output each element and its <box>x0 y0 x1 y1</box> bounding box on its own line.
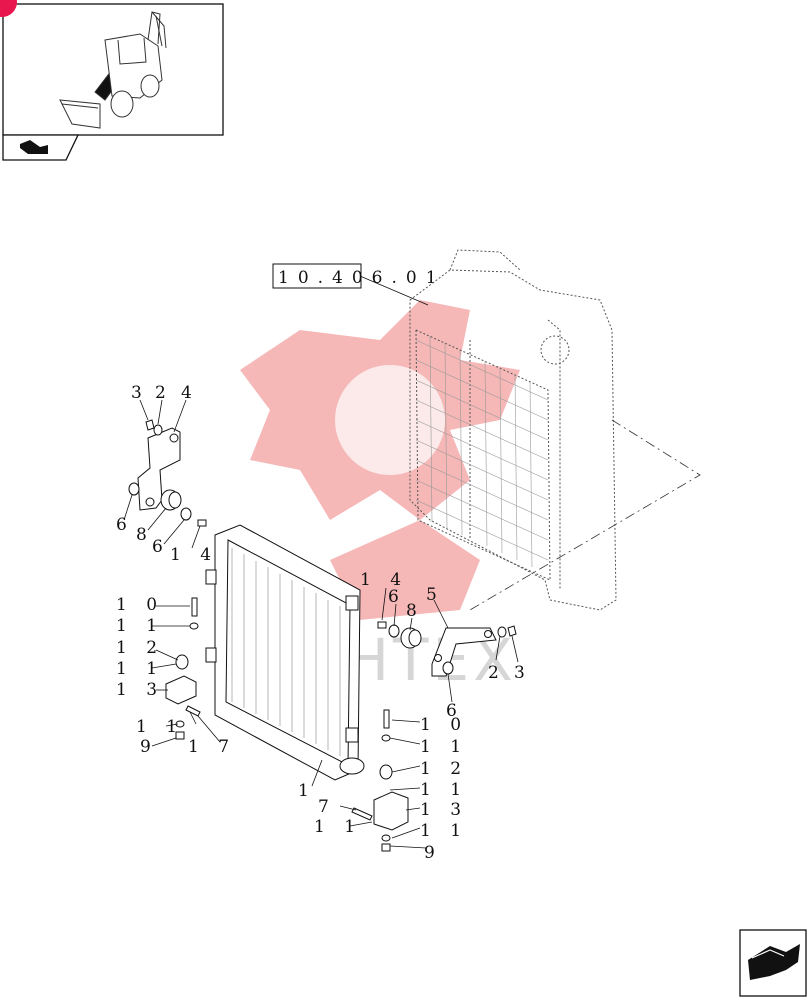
watermark-logo <box>240 300 520 620</box>
callout-8-b: 8 <box>406 601 424 621</box>
radiator-core-grid <box>415 335 549 568</box>
washer-part-6b <box>180 507 192 521</box>
bolt-part-3-right <box>507 625 517 637</box>
mount-stack-right <box>351 709 409 852</box>
callout-6-c: 6 <box>388 587 406 607</box>
reference-code: 10.406.01 <box>278 268 446 288</box>
callout-11-left-a: 1 1 <box>116 616 164 636</box>
callout-11-left-c: 1 1 <box>136 717 184 737</box>
callout-3-top-left: 3 <box>131 383 149 403</box>
backhoe-loader-thumbnail-icon <box>59 11 167 129</box>
callout-14-b: 1 4 <box>360 570 408 590</box>
mount-stack-left <box>165 597 201 740</box>
callout-5: 5 <box>426 585 444 605</box>
bushing-part-8b <box>400 627 422 649</box>
washer-part-6d <box>442 661 454 675</box>
callout-6-a: 6 <box>116 515 134 535</box>
spacer-part-14a <box>197 519 207 527</box>
nav-arrow-icon <box>20 140 48 154</box>
bolt-part-3-left <box>145 419 155 431</box>
callout-11-right-b: 1 1 <box>420 780 468 800</box>
washer-part-2-left <box>153 424 163 436</box>
callout-13-left: 1 3 <box>116 680 164 700</box>
projection-lines <box>469 419 701 611</box>
callout-1: 1 <box>298 781 316 801</box>
callout-11-right-c: 1 1 <box>420 821 468 841</box>
next-page-arrow-icon[interactable] <box>739 929 807 997</box>
callout-3-right: 3 <box>514 663 532 683</box>
callout-4: 4 <box>181 383 199 403</box>
tab-corner-badge <box>0 0 17 17</box>
callout-11-left-b: 1 1 <box>116 659 164 679</box>
callout-9-right: 9 <box>424 843 442 863</box>
washer-part-6a <box>128 482 140 496</box>
callout-8-a: 8 <box>136 525 154 545</box>
oil-cooler-part-1 <box>205 524 365 781</box>
callout-14-a: 1 4 <box>170 545 218 565</box>
callout-6-b: 6 <box>152 537 170 557</box>
washer-part-2-right <box>497 626 507 638</box>
callout-6-d: 6 <box>446 701 464 721</box>
callout-2-top-left: 2 <box>155 383 173 403</box>
callout-7: 7 <box>318 797 336 817</box>
main-radiator-assembly <box>409 249 617 611</box>
callout-12-left: 1 2 <box>116 638 164 658</box>
washer-part-6c <box>388 624 400 638</box>
callout-10-right: 1 0 <box>420 715 468 735</box>
callout-9-left: 9 <box>140 737 158 757</box>
callout-10-left: 1 0 <box>116 595 164 615</box>
callout-17: 1 7 <box>188 737 236 757</box>
reference-box[interactable]: 10.406.01 <box>272 263 446 306</box>
callout-13-right: 1 3 <box>420 800 468 820</box>
callout-11-bottom: 1 1 <box>314 817 362 837</box>
callout-labels: 3 2 4 6 8 6 1 4 1 0 1 1 1 2 1 1 1 3 1 1 … <box>116 383 532 863</box>
callout-12-right: 1 2 <box>420 759 468 779</box>
callout-2-right: 2 <box>488 663 506 683</box>
callout-11-right-a: 1 1 <box>420 737 468 757</box>
thumbnail-panel[interactable] <box>0 0 224 161</box>
leader-lines <box>123 399 519 849</box>
spacer-part-14b <box>377 621 387 629</box>
bushing-part-8a <box>160 489 182 511</box>
